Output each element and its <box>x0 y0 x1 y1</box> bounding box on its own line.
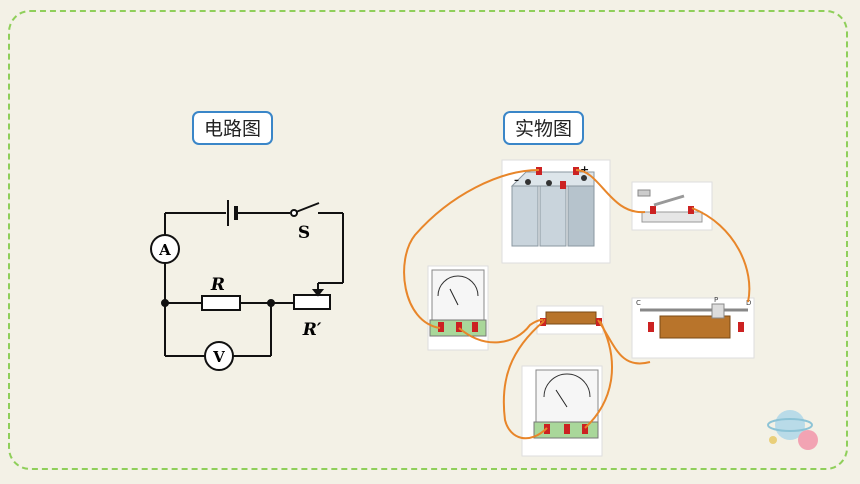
wire-resistor-voltmeter-b <box>584 320 613 429</box>
rheostat-terminal-d: D <box>746 299 751 307</box>
ammeter-label: A <box>158 241 171 259</box>
wire-resistor-voltmeter-a <box>502 320 548 440</box>
rheostat-symbol <box>293 294 331 310</box>
rheostat-terminal-p: P <box>714 296 718 304</box>
rheostat-arrowhead <box>311 289 325 297</box>
junction-left <box>161 299 169 307</box>
resistor-photo <box>536 305 604 335</box>
dashed-frame <box>8 10 848 470</box>
voltmeter-label: V <box>212 348 225 366</box>
switch-pivot <box>290 209 298 217</box>
ammeter-photo <box>427 265 489 351</box>
rheostat-label: R′ <box>302 320 322 340</box>
voltmeter-photo <box>521 365 603 457</box>
battery-photo: – + <box>501 159 611 264</box>
switch-photo <box>631 181 713 231</box>
resistor-label: R <box>210 275 225 295</box>
circuit-diagram <box>150 200 344 371</box>
junction-right <box>267 299 275 307</box>
switch-label: S <box>298 223 310 243</box>
wire-battery-switch <box>575 169 646 214</box>
physical-diagram-label: 实物图 <box>503 111 585 145</box>
wire-switch-rheostat <box>691 207 751 303</box>
resistor-symbol <box>201 295 241 311</box>
switch-blade <box>295 202 320 213</box>
orange-wires <box>403 169 751 440</box>
battery-minus: – <box>514 175 519 186</box>
rheostat-terminal-c: C <box>636 299 641 307</box>
circuit-diagram-label: 电路图 <box>192 111 274 145</box>
battery-plus: + <box>580 163 589 176</box>
rheostat-photo: C P D <box>631 296 755 359</box>
wire-ammeter-resistor <box>458 318 546 344</box>
wire-battery-ammeter <box>403 169 540 329</box>
planet-decoration <box>767 410 818 450</box>
